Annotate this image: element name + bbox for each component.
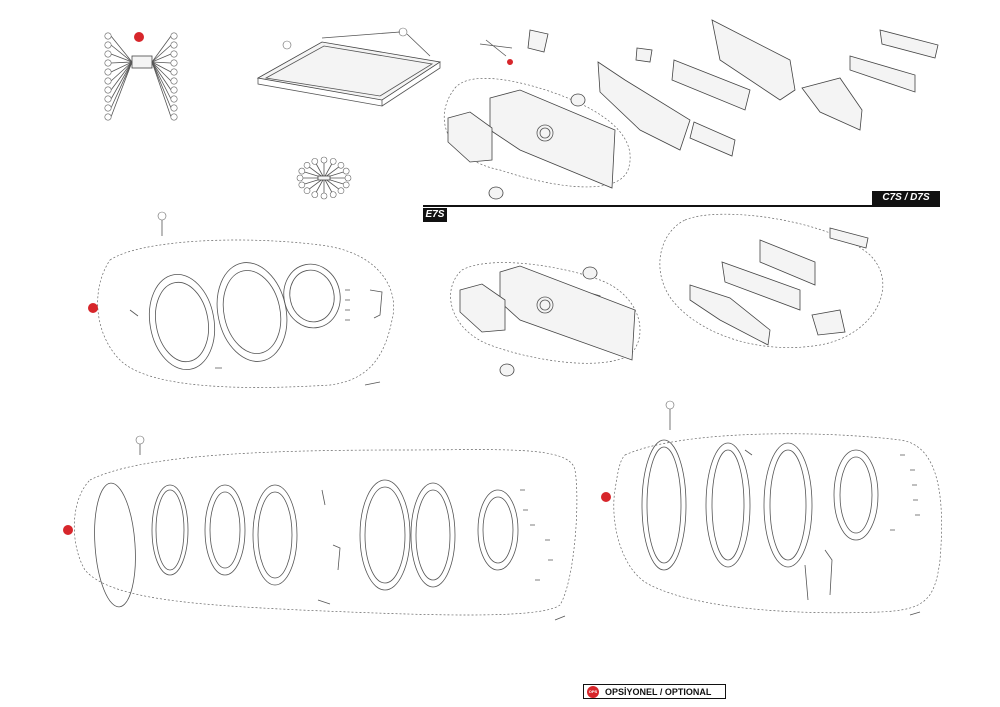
callout-bubble (104, 68, 112, 76)
door-assembly-b (63, 435, 578, 621)
callout-bubble (320, 156, 328, 164)
leader-line (110, 44, 133, 63)
callout-bubble (170, 32, 178, 40)
callout-bubble (342, 181, 350, 189)
callout-bubble (329, 158, 337, 165)
callout-bubble (342, 167, 350, 175)
callout-bubble (104, 95, 112, 103)
callout-bubble (170, 95, 178, 103)
wire-harness-icon (131, 55, 153, 69)
leader-line (110, 35, 133, 63)
leader-line (110, 61, 133, 73)
callout-bubble (104, 41, 112, 49)
callout-bubble (170, 50, 178, 58)
leader-line (110, 61, 133, 100)
callout-bubble (104, 104, 112, 112)
callout-bubble (104, 59, 112, 67)
control-panel-c7s-group (444, 19, 939, 315)
callout-bubble (298, 167, 306, 175)
leader-line (151, 53, 172, 63)
model-label-c7s-d7s: C7S / D7S (872, 191, 940, 205)
callout-bubble (104, 113, 112, 121)
leader-line (151, 35, 172, 63)
callout-bubble (170, 104, 178, 112)
leader-line (151, 61, 172, 64)
callout-bubble (298, 181, 306, 189)
section-divider (423, 205, 940, 207)
leader-line (151, 61, 172, 118)
callout-bubble (170, 59, 178, 67)
callout-bubble (311, 191, 319, 198)
callout-bubble (104, 50, 112, 58)
leader-line (151, 61, 172, 73)
callout-bubble (337, 161, 345, 169)
callout-bubble (170, 77, 178, 85)
callout-bubble (170, 41, 178, 49)
wire-harness-group (104, 32, 178, 121)
optional-legend: OPS OPSİYONEL / OPTIONAL (583, 684, 726, 699)
leader-line (151, 61, 172, 109)
leader-line (151, 61, 172, 100)
callout-bubble (170, 68, 178, 76)
callout-bubble (104, 32, 112, 40)
worktop-group (256, 27, 442, 107)
leader-line (110, 61, 133, 64)
door-assembly-c (601, 400, 942, 616)
callout-bubble (337, 187, 345, 195)
callout-bubble (296, 174, 304, 182)
optional-marker-icon: OPS (587, 685, 599, 698)
screw-icon (317, 175, 331, 181)
callout-bubble (104, 77, 112, 85)
leader-line (151, 61, 172, 82)
callout-bubble (170, 113, 178, 121)
leader-line (110, 61, 133, 109)
leader-line (151, 61, 172, 91)
leader-line (110, 61, 133, 82)
control-panel-e7s-group (450, 213, 884, 377)
optional-marker-icon (134, 32, 144, 42)
callout-bubble (344, 174, 352, 182)
leader-line (110, 53, 133, 63)
door-assembly-icon (149, 274, 215, 370)
model-label-e7s: E7S (423, 208, 447, 222)
callout-bubble (311, 158, 319, 165)
hardware-cluster (296, 156, 352, 200)
callout-bubble (170, 86, 178, 94)
control-panel-icon (489, 89, 616, 189)
callout-bubble (303, 187, 311, 195)
legend-text: OPSİYONEL / OPTIONAL (605, 686, 712, 697)
door-assembly-a (88, 211, 394, 388)
callout-bubble (329, 191, 337, 198)
callout-bubble (303, 161, 311, 169)
callout-bubble (320, 192, 328, 200)
leader-line (110, 61, 133, 118)
callout-bubble (104, 86, 112, 94)
leader-line (151, 44, 172, 63)
leader-line (110, 61, 133, 91)
